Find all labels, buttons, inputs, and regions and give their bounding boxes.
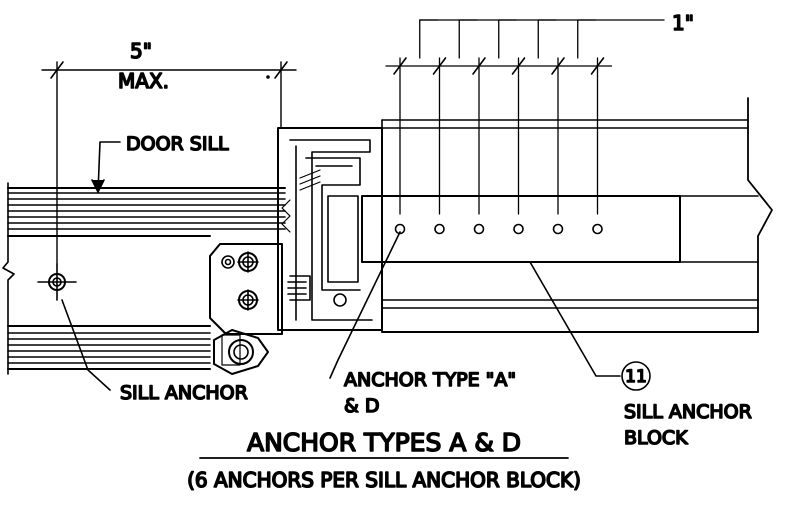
door-sill-extrusion bbox=[2, 182, 286, 375]
frame-extrusion bbox=[277, 127, 383, 331]
max-value-text: 5" bbox=[130, 39, 152, 63]
anchor-holes bbox=[394, 223, 603, 235]
callout-bracket bbox=[419, 19, 439, 59]
max-word-text: MAX. bbox=[118, 69, 169, 93]
anchor-type-label-line1: ANCHOR TYPE "A" bbox=[344, 369, 516, 391]
drawing-subtitle: (6 ANCHORS PER SILL ANCHOR BLOCK) bbox=[187, 468, 581, 492]
block-label-line1: SILL ANCHOR bbox=[624, 401, 752, 423]
max-dimension bbox=[41, 61, 297, 265]
sill-anchor-label: SILL ANCHOR bbox=[120, 382, 248, 404]
door-sill-label: DOOR SILL bbox=[126, 133, 229, 155]
anchor-hole bbox=[513, 223, 524, 235]
drawing-title: ANCHOR TYPES A & D bbox=[247, 428, 521, 457]
callout-bracket bbox=[537, 19, 557, 59]
callout-bracket bbox=[577, 19, 597, 59]
sill-anchor-symbol bbox=[37, 263, 77, 301]
spacing-text: 1" bbox=[672, 11, 694, 35]
anchor-hole bbox=[434, 223, 445, 235]
spacing-dimension bbox=[385, 19, 665, 215]
detail-number: 11 bbox=[625, 367, 647, 387]
anchor-type-label-line2: & D bbox=[344, 395, 380, 417]
anchor-hole bbox=[592, 223, 603, 235]
anchor-hole bbox=[473, 223, 485, 235]
bracket-assembly bbox=[209, 243, 283, 375]
callout-bracket bbox=[458, 19, 478, 59]
sill-anchor-block bbox=[361, 97, 773, 333]
block-label-line2: BLOCK bbox=[624, 427, 688, 449]
anchor-hole bbox=[552, 223, 564, 235]
detail-bubble bbox=[621, 361, 651, 391]
callout-bracket bbox=[498, 19, 518, 59]
leader-lines bbox=[61, 141, 621, 391]
